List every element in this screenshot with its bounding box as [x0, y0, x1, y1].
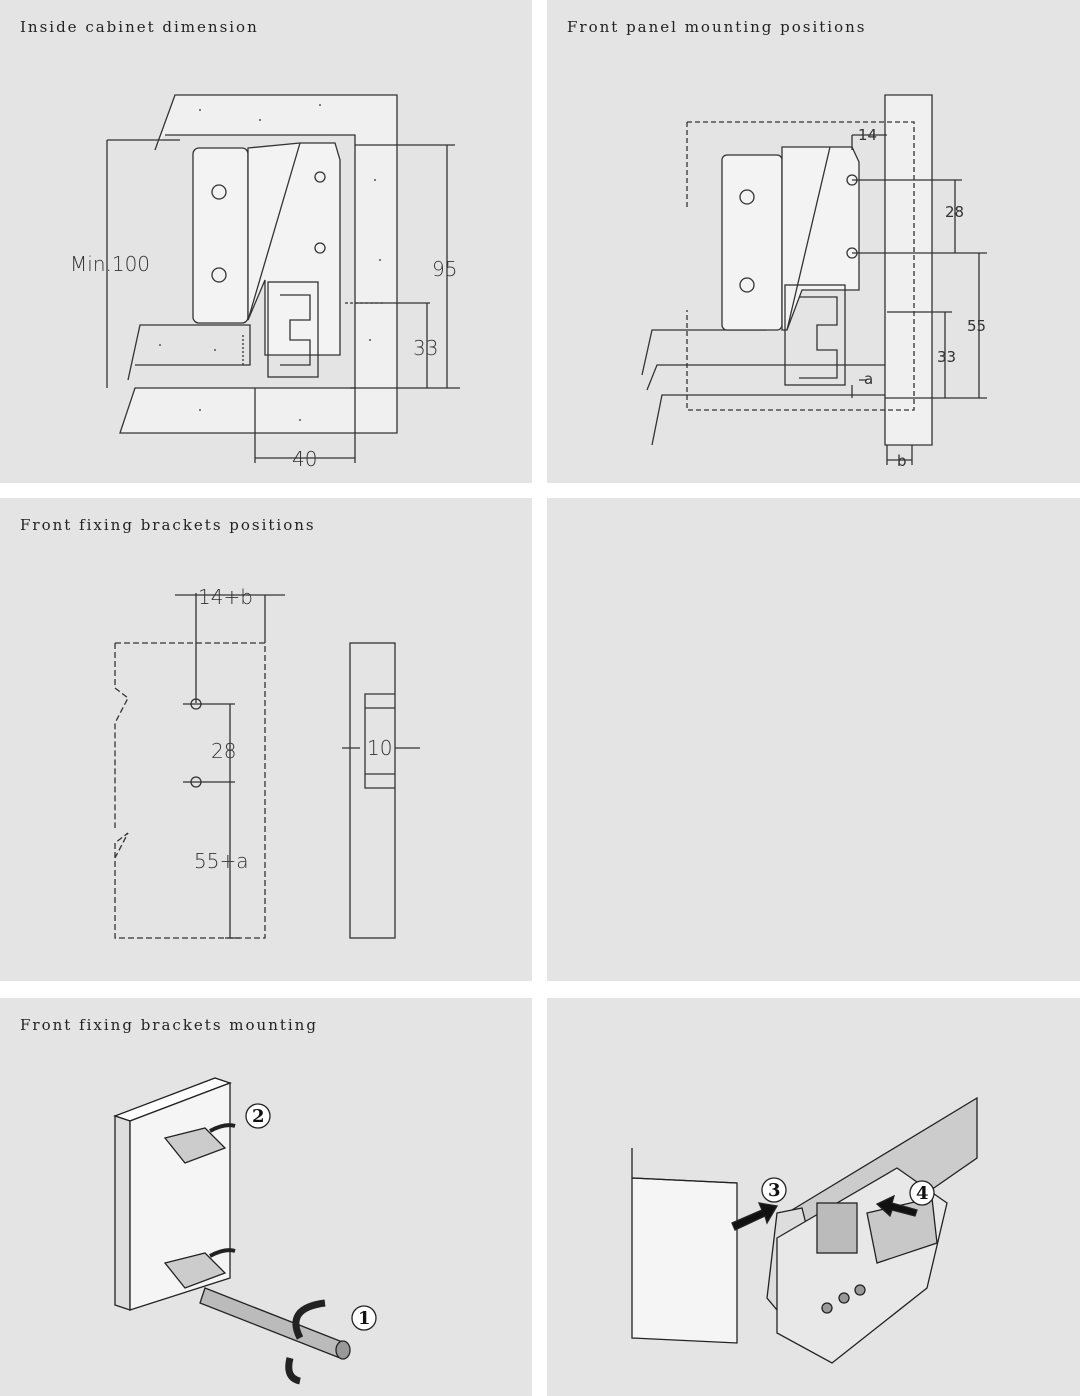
step-3-label: 3: [768, 1180, 781, 1201]
panel-front-panel-mounting: Front panel mounting positions 14 28 55 …: [547, 0, 1080, 483]
dim-width: 40: [292, 447, 317, 471]
panel-title: Inside cabinet dimension: [20, 18, 259, 36]
dim-hole-height: 55: [967, 317, 986, 335]
dim-height: 95: [432, 257, 457, 281]
dim-b: b: [897, 452, 907, 470]
dim-offset: 14+b: [198, 585, 253, 609]
panel-empty: [547, 498, 1080, 981]
panel-inside-cabinet-dimension: Inside cabinet dimension Min.100 95 33 4…: [0, 0, 532, 483]
dim-screw-height: 33: [937, 348, 956, 366]
panel-title: Front fixing brackets mounting: [20, 1016, 318, 1034]
drawer-attachment-illustration: 3 4: [631, 1096, 978, 1364]
panel-title: Front fixing brackets positions: [20, 516, 316, 534]
step-1-label: 1: [358, 1308, 371, 1329]
cabinet-dimension-drawing: Min.100 95 33 40: [70, 94, 460, 471]
panel-front-fixing-brackets-mounting: Front fixing brackets mounting 2 1: [0, 998, 532, 1396]
panel-title: Front panel mounting positions: [567, 18, 867, 36]
dim-hole-spacing: 28: [945, 203, 964, 221]
dim-min-height: Min.100: [70, 252, 150, 276]
bracket-positions-drawing: 14+b 28 55+a 10: [114, 585, 420, 939]
front-panel-mounting-drawing: 14 28 55 33 a b: [641, 94, 987, 470]
dim-screw-height: 33: [413, 336, 438, 360]
dim-hole-spacing: 28: [211, 739, 236, 763]
step-2-label: 2: [252, 1106, 265, 1127]
dim-offset: 14: [858, 126, 877, 144]
panel-front-fixing-brackets-positions: Front fixing brackets positions 14+b 28 …: [0, 498, 532, 981]
dim-hole-height: 55+a: [194, 849, 248, 873]
step-4-label: 4: [916, 1183, 929, 1204]
dim-slot: 10: [367, 736, 392, 760]
dim-a: a: [864, 370, 873, 388]
panel-drawer-attachment: 3 4: [547, 998, 1080, 1396]
bracket-mounting-illustration: 2 1: [113, 1077, 377, 1385]
